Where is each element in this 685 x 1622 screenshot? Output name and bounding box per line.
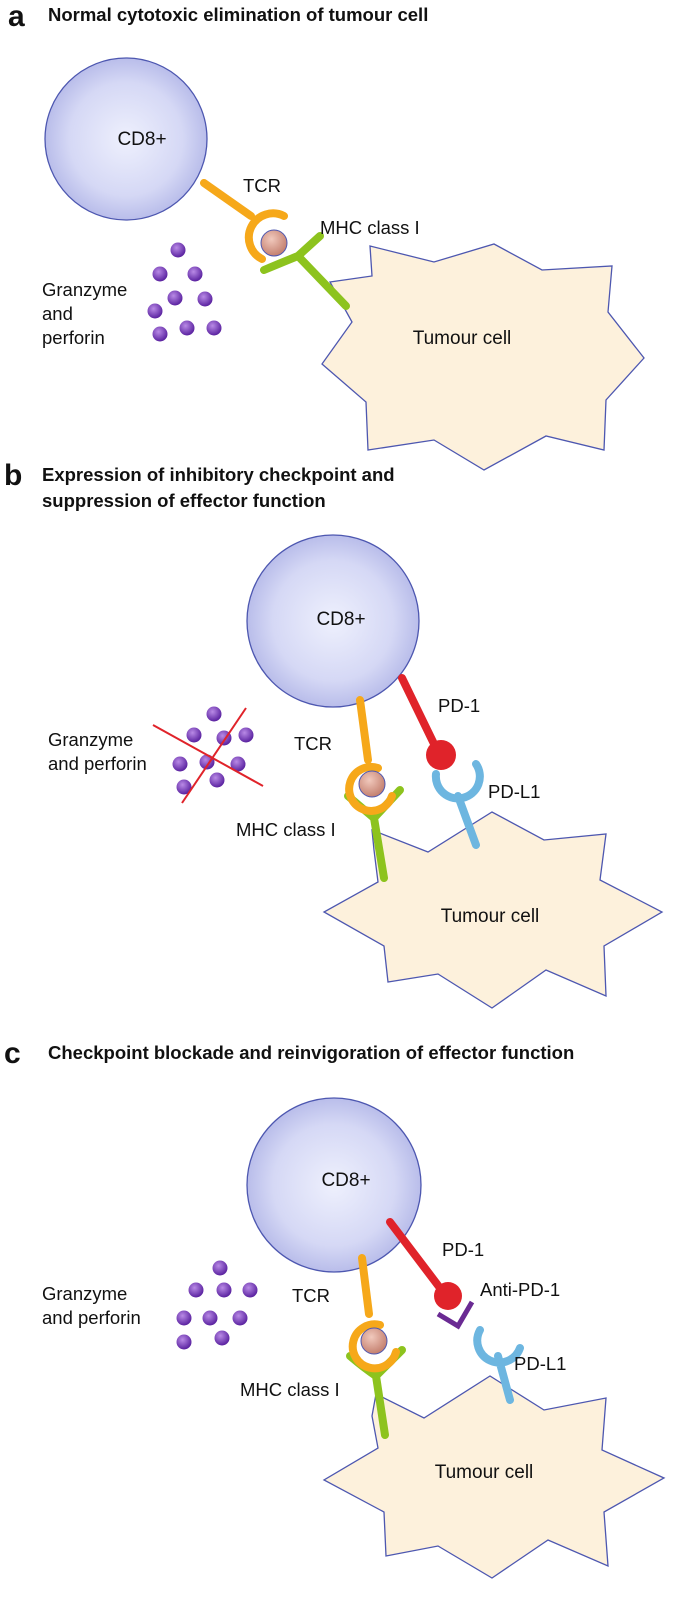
granule bbox=[187, 266, 203, 282]
panel-c-pd1-label: PD-1 bbox=[442, 1239, 484, 1260]
granule bbox=[202, 1310, 218, 1326]
panel-a-mhc-receptor bbox=[260, 232, 350, 310]
panel-c-granules bbox=[176, 1260, 258, 1350]
panel-c-tumour-cell bbox=[322, 1375, 666, 1579]
panel-c-antigen-peptide bbox=[360, 1327, 388, 1355]
granule bbox=[232, 1310, 248, 1326]
granule bbox=[216, 1282, 232, 1298]
granule bbox=[170, 242, 186, 258]
panel-a-tumour-cell bbox=[321, 243, 645, 471]
panel-a-antigen-peptide bbox=[260, 229, 288, 257]
panel-b-mhc-label: MHC class I bbox=[236, 819, 336, 840]
granule bbox=[147, 303, 163, 319]
panel-b-title-line-2: suppression of effector function bbox=[42, 490, 326, 511]
granule bbox=[167, 290, 183, 306]
panel-b-tumour-label: Tumour cell bbox=[441, 906, 540, 927]
granule bbox=[152, 326, 168, 342]
panel-b-granules bbox=[172, 706, 254, 795]
panel-c-anti-pd1-label: Anti-PD-1 bbox=[480, 1279, 560, 1300]
panel-a-cd8-label: CD8+ bbox=[117, 129, 166, 150]
panel-b-pdl1-label: PD-L1 bbox=[488, 781, 540, 802]
panel-c-granzyme-label-1: Granzyme bbox=[42, 1283, 127, 1304]
granule bbox=[206, 320, 222, 336]
panel-c-pdl1-label: PD-L1 bbox=[514, 1353, 566, 1374]
granule bbox=[199, 754, 215, 770]
panel-c-pd1-head bbox=[434, 1282, 462, 1310]
granule bbox=[176, 1310, 192, 1326]
panel-a-granzyme-label-2: and bbox=[42, 303, 73, 324]
panel-b-granzyme-label-2: and perforin bbox=[48, 753, 147, 774]
granule bbox=[238, 727, 254, 743]
panel-b-tcr-receptor bbox=[345, 696, 396, 815]
panel-a-granzyme-label-1: Granzyme bbox=[42, 279, 127, 300]
panel-b: b Expression of inhibitory checkpoint an… bbox=[4, 459, 664, 1009]
panel-b-granzyme-label-1: Granzyme bbox=[48, 729, 133, 750]
panel-c-title: Checkpoint blockade and reinvigoration o… bbox=[48, 1042, 574, 1063]
panel-c-anti-pd1-antibody bbox=[436, 1300, 475, 1330]
granule bbox=[242, 1282, 258, 1298]
panel-b-cd8-label: CD8+ bbox=[316, 609, 365, 630]
panel-b-pd1-stalk bbox=[398, 674, 440, 752]
granule bbox=[214, 1330, 230, 1346]
panel-a: a Normal cytotoxic elimination of tumour… bbox=[8, 0, 645, 471]
granule bbox=[176, 1334, 192, 1350]
panel-a-tumour-label: Tumour cell bbox=[413, 328, 512, 349]
panel-b-pd1-label: PD-1 bbox=[438, 695, 480, 716]
panel-c: c Checkpoint blockade and reinvigoration… bbox=[4, 1037, 666, 1579]
panel-c-tcr-receptor bbox=[348, 1254, 400, 1373]
cross-line bbox=[181, 707, 247, 804]
panel-c-pd1-stalk bbox=[386, 1218, 444, 1292]
panel-c-pdl1-receptor bbox=[473, 1326, 524, 1404]
panel-a-mhc-label: MHC class I bbox=[320, 217, 420, 238]
panel-b-cd8-cell bbox=[246, 534, 420, 708]
panel-b-tumour-cell bbox=[322, 811, 664, 1009]
granule bbox=[212, 1260, 228, 1276]
panel-c-tcr-label: TCR bbox=[292, 1285, 330, 1306]
granule bbox=[176, 779, 192, 795]
panel-b-pdl1-receptor bbox=[431, 760, 484, 849]
granule bbox=[197, 291, 213, 307]
panel-c-cd8-cell bbox=[246, 1097, 422, 1273]
panel-a-letter: a bbox=[8, 0, 25, 33]
panel-b-antigen-peptide bbox=[358, 770, 386, 798]
panel-a-granules bbox=[147, 242, 222, 342]
panel-c-letter: c bbox=[4, 1037, 21, 1070]
panel-b-tcr-label: TCR bbox=[294, 733, 332, 754]
panel-a-granzyme-label-3: perforin bbox=[42, 327, 105, 348]
panel-a-tcr-label: TCR bbox=[243, 175, 281, 196]
panel-a-tcr-receptor bbox=[200, 179, 288, 263]
granule bbox=[230, 756, 246, 772]
panel-b-letter: b bbox=[4, 459, 22, 492]
panel-b-pd1-head bbox=[426, 740, 456, 770]
panel-a-cd8-cell bbox=[44, 57, 208, 221]
panel-c-cd8-label: CD8+ bbox=[321, 1170, 370, 1191]
panel-c-mhc-label: MHC class I bbox=[240, 1379, 340, 1400]
panel-a-title: Normal cytotoxic elimination of tumour c… bbox=[48, 4, 428, 25]
granule bbox=[179, 320, 195, 336]
panel-b-granule-inhibition-cross bbox=[152, 707, 264, 804]
granule bbox=[152, 266, 168, 282]
granule bbox=[209, 772, 225, 788]
granule bbox=[186, 727, 202, 743]
panel-c-granzyme-label-2: and perforin bbox=[42, 1307, 141, 1328]
granule bbox=[206, 706, 222, 722]
cross-line bbox=[152, 724, 264, 787]
granule bbox=[172, 756, 188, 772]
panel-b-title-line-1: Expression of inhibitory checkpoint and bbox=[42, 464, 395, 485]
panel-c-tumour-label: Tumour cell bbox=[435, 1462, 534, 1483]
granule bbox=[188, 1282, 204, 1298]
